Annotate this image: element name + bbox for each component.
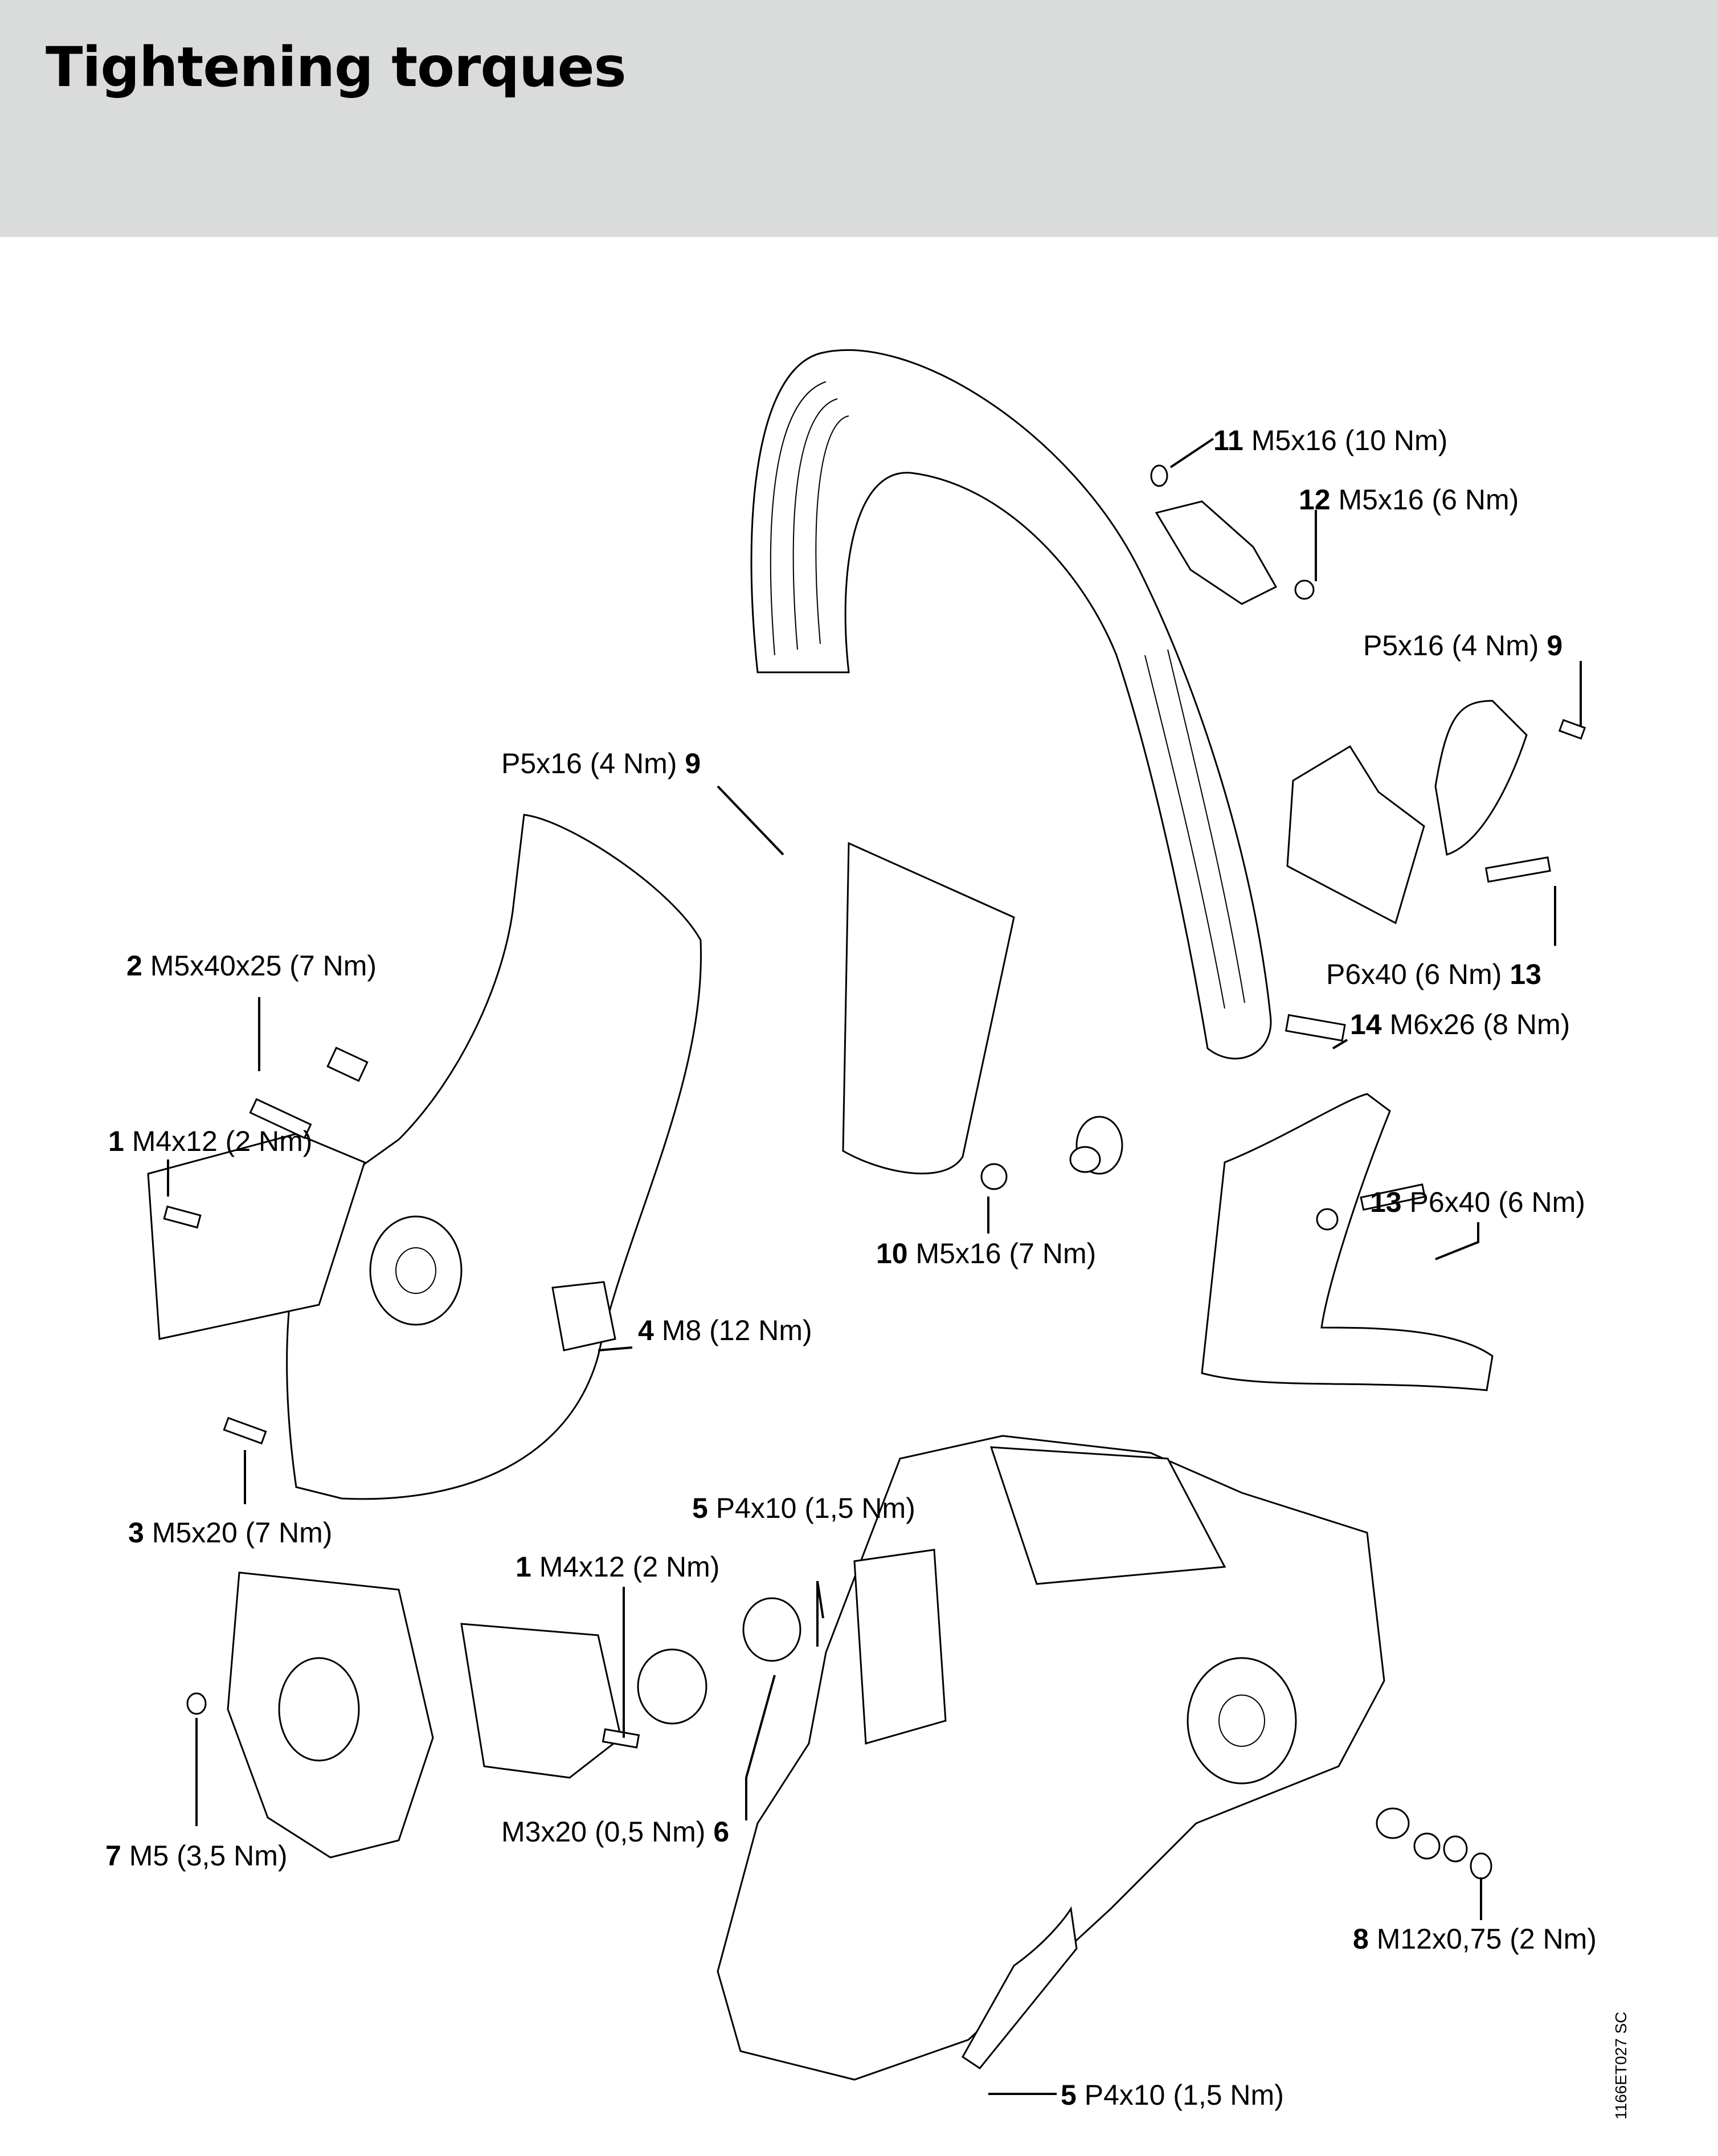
callout-number: 12 bbox=[1299, 484, 1331, 516]
page-title: Tightening torques bbox=[46, 35, 627, 99]
callout-number: 2 bbox=[126, 950, 142, 982]
callout-spec: M4x12 (2 Nm) bbox=[132, 1125, 313, 1157]
callout-number: 9 bbox=[1547, 630, 1563, 662]
buffer-bracket-upper bbox=[1150, 464, 1586, 925]
callout-spec: M5x16 (7 Nm) bbox=[915, 1238, 1097, 1269]
callout-spec: P4x10 (1,5 Nm) bbox=[1084, 2079, 1284, 2111]
callout-number: 6 bbox=[713, 1816, 730, 1848]
hand-guard-lower bbox=[980, 1014, 1494, 1391]
callout-spec: M5x40x25 (7 Nm) bbox=[150, 950, 377, 982]
callout-spec: M5x16 (10 Nm) bbox=[1251, 424, 1448, 456]
callout-spec: M8 (12 Nm) bbox=[661, 1314, 812, 1346]
callout-14: 14 M6x26 (8 Nm) bbox=[1350, 1010, 1570, 1039]
callout-number: 1 bbox=[516, 1551, 531, 1583]
callout-number: 8 bbox=[1353, 1923, 1369, 1955]
callout-8: 8 M12x0,75 (2 Nm) bbox=[1353, 1925, 1597, 1953]
callout-number: 10 bbox=[876, 1238, 908, 1269]
callout-2: 2 M5x40x25 (7 Nm) bbox=[126, 952, 377, 980]
callout-number: 4 bbox=[638, 1314, 654, 1346]
callout-spec: M5x20 (7 Nm) bbox=[152, 1517, 333, 1549]
callout-number: 14 bbox=[1350, 1008, 1382, 1040]
callout-spec: P6x40 (6 Nm) bbox=[1409, 1186, 1585, 1218]
filter-cover bbox=[186, 1571, 801, 1859]
callout-12: 12 M5x16 (6 Nm) bbox=[1299, 485, 1519, 514]
callout-spec: M6x26 (8 Nm) bbox=[1389, 1008, 1570, 1040]
callout-3: 3 M5x20 (7 Nm) bbox=[128, 1518, 332, 1547]
callout-spec: M5 (3,5 Nm) bbox=[129, 1840, 288, 1872]
callout-spec: P6x40 (6 Nm) bbox=[1326, 958, 1502, 990]
callout-number: 5 bbox=[1061, 2079, 1077, 2111]
callout-1-left: 1 M4x12 (2 Nm) bbox=[108, 1127, 312, 1155]
figure-code: 1166ET027 SC bbox=[1612, 2011, 1630, 2120]
callout-7: 7 M5 (3,5 Nm) bbox=[105, 1841, 288, 1870]
callout-number: 5 bbox=[692, 1492, 708, 1524]
callout-spec: M12x0,75 (2 Nm) bbox=[1376, 1923, 1597, 1955]
callout-number: 7 bbox=[105, 1840, 121, 1872]
callout-number: 1 bbox=[108, 1125, 124, 1157]
header-band: Tightening torques bbox=[0, 0, 1718, 237]
callout-number: 11 bbox=[1213, 424, 1243, 456]
front-handle bbox=[750, 349, 1272, 1175]
callout-5-top: 5 P4x10 (1,5 Nm) bbox=[692, 1494, 915, 1522]
callout-spec: M4x12 (2 Nm) bbox=[539, 1551, 720, 1583]
callout-4: 4 M8 (12 Nm) bbox=[638, 1316, 812, 1345]
callout-9-center: P5x16 (4 Nm) 9 bbox=[501, 749, 701, 778]
callout-spec: M5x16 (6 Nm) bbox=[1338, 484, 1519, 516]
callout-number: 9 bbox=[685, 748, 701, 779]
leader-lines bbox=[167, 438, 1582, 2095]
callout-number: 3 bbox=[128, 1517, 144, 1549]
callout-6: M3x20 (0,5 Nm) 6 bbox=[501, 1818, 729, 1846]
callout-spec: P4x10 (1,5 Nm) bbox=[715, 1492, 915, 1524]
callout-1-center: 1 M4x12 (2 Nm) bbox=[516, 1553, 719, 1581]
callout-9-right: P5x16 (4 Nm) 9 bbox=[1363, 631, 1562, 660]
chain-brake-housing bbox=[147, 814, 702, 1500]
callout-spec: P5x16 (4 Nm) bbox=[501, 748, 677, 779]
callout-spec: P5x16 (4 Nm) bbox=[1363, 630, 1539, 662]
callout-13-lower: 13 P6x40 (6 Nm) bbox=[1370, 1188, 1585, 1216]
callout-number: 13 bbox=[1510, 958, 1541, 990]
engine-housing bbox=[717, 1435, 1492, 2081]
callout-11: 11 M5x16 (10 Nm) bbox=[1213, 426, 1447, 455]
callout-number: 13 bbox=[1370, 1186, 1402, 1218]
callout-13-upper: P6x40 (6 Nm) 13 bbox=[1326, 960, 1541, 989]
callout-10: 10 M5x16 (7 Nm) bbox=[876, 1239, 1096, 1268]
callout-spec: M3x20 (0,5 Nm) bbox=[501, 1816, 706, 1848]
callout-5-bottom: 5 P4x10 (1,5 Nm) bbox=[1061, 2081, 1284, 2109]
